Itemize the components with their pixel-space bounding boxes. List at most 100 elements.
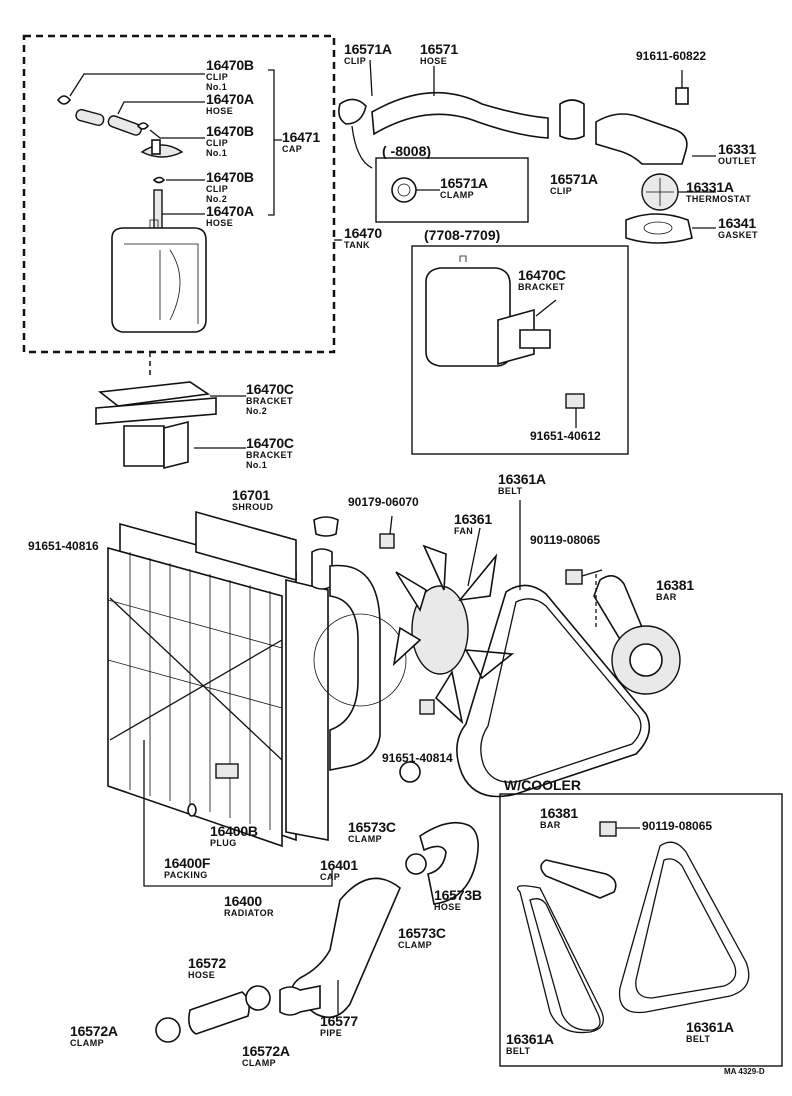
label-16401: 16401 CAP — [320, 858, 358, 882]
label-16470b-1: 16470B CLIP No.1 — [206, 58, 254, 92]
label-16361a-2: 16361A BELT — [506, 1032, 554, 1056]
part-sub: No.2 — [206, 194, 228, 204]
part-name: CLAMP — [70, 1038, 104, 1048]
part-sub: No.1 — [246, 460, 268, 470]
label-16470b-3: 16470B CLIP No.2 — [206, 170, 254, 204]
part-name: CLAMP — [440, 190, 474, 200]
part-name: BELT — [506, 1046, 531, 1056]
part-number: 16361A — [506, 1031, 554, 1047]
part-number: 16571A — [440, 175, 488, 191]
part-number: 16573B — [434, 887, 482, 903]
part-number: 16381 — [540, 805, 578, 821]
label-16572: 16572 HOSE — [188, 956, 226, 980]
part-name: PLUG — [210, 838, 237, 848]
part-name: CLIP — [206, 138, 229, 148]
label-16341: 16341 GASKET — [718, 216, 758, 240]
part-name: RADIATOR — [224, 908, 274, 918]
cap-group-bracket — [268, 69, 282, 216]
part-sub: No.1 — [206, 82, 228, 92]
plug-packing — [187, 763, 239, 817]
label-16381-2: 16381 BAR — [540, 806, 578, 830]
label-90179-06070: 90179-06070 — [348, 496, 419, 508]
part-name: CLIP — [344, 56, 367, 66]
part-number: 16571 — [420, 41, 458, 57]
part-name: CLIP — [206, 184, 229, 194]
part-name: TANK — [344, 240, 370, 250]
part-number: 91651-40612 — [530, 429, 601, 443]
shroud — [313, 564, 407, 771]
part-name: HOSE — [434, 902, 462, 912]
part-number: 16470A — [206, 91, 254, 107]
part-name: BRACKET — [246, 450, 293, 460]
part-name: CLAMP — [348, 834, 382, 844]
label-16572a-2: 16572A CLAMP — [242, 1044, 290, 1068]
label-90119-08065-1: 90119-08065 — [530, 534, 600, 546]
part-name: BRACKET — [518, 282, 565, 292]
bracket-year-range: (7708-7709) — [424, 227, 501, 243]
tank-group-box — [22, 34, 336, 354]
label-16361a-1: 16361A BELT — [498, 472, 546, 496]
part-name: HOSE — [206, 218, 234, 228]
fan — [379, 515, 515, 725]
radiator-group-bracket — [143, 740, 333, 887]
part-name: GASKET — [718, 230, 758, 240]
part-name: BELT — [686, 1034, 711, 1044]
label-16573c-2: 16573C CLAMP — [398, 926, 446, 950]
part-number: 16572A — [70, 1023, 118, 1039]
label-91651-40814: 91651-40814 — [382, 752, 453, 764]
part-name: BAR — [656, 592, 677, 602]
label-16577: 16577 PIPE — [320, 1014, 358, 1038]
clamp-16571a — [391, 177, 440, 203]
tank-small-parts — [56, 73, 205, 231]
label-16573b: 16573B HOSE — [434, 888, 482, 912]
part-name: CLAMP — [398, 940, 432, 950]
part-number: 16470C — [246, 381, 294, 397]
label-91651-40816: 91651-40816 — [28, 540, 99, 552]
label-16470c-1: 16470C BRACKET No.1 — [246, 436, 294, 470]
label-16361a-3: 16361A BELT — [686, 1020, 734, 1044]
label-16470b-2: 16470B CLIP No.1 — [206, 124, 254, 158]
part-sub: No.1 — [206, 148, 228, 158]
outlet-thermostat-gasket — [595, 70, 716, 244]
label-16331a: 16331A THERMOSTAT — [686, 180, 751, 204]
part-number: 16571A — [550, 171, 598, 187]
cooler-box — [499, 793, 783, 1067]
part-number: 16572 — [188, 955, 226, 971]
reservoir-tank — [111, 219, 207, 333]
cooler-header: W/COOLER — [504, 777, 581, 793]
part-name: CAP — [320, 872, 341, 882]
label-91611-60822: 91611-60822 — [636, 50, 706, 62]
part-number: 16401 — [320, 857, 358, 873]
label-90119-08065-2: 90119-08065 — [642, 820, 712, 832]
part-name: PACKING — [164, 870, 208, 880]
part-name: CAP — [282, 144, 303, 154]
part-number: 91651-40816 — [28, 539, 99, 553]
part-number: 16577 — [320, 1013, 358, 1029]
part-name: CLAMP — [242, 1058, 276, 1068]
part-number: 90179-06070 — [348, 495, 419, 509]
part-number: 16341 — [718, 215, 756, 231]
part-number: 91651-40814 — [382, 751, 453, 765]
part-number: 16701 — [232, 487, 270, 503]
part-number: 16400F — [164, 855, 211, 871]
part-number: 16471 — [282, 129, 320, 145]
clamp-box — [375, 157, 529, 223]
belt-pump — [456, 500, 681, 798]
label-16381-1: 16381 BAR — [656, 578, 694, 602]
part-number: 16331A — [686, 179, 734, 195]
radiator-core — [107, 510, 339, 848]
label-16361: 16361 FAN — [454, 512, 492, 536]
part-number: 16470B — [206, 169, 254, 185]
part-number: 16470C — [518, 267, 566, 283]
label-16701: 16701 SHROUD — [232, 488, 273, 512]
label-16400b: 16400B PLUG — [210, 824, 258, 848]
part-name: BAR — [540, 820, 561, 830]
label-16400: 16400 RADIATOR — [224, 894, 274, 918]
part-number: 16470 — [344, 225, 382, 241]
label-91651-40612: 91651-40612 — [530, 430, 601, 442]
label-16400f: 16400F PACKING — [164, 856, 210, 880]
upper-hose-assembly — [338, 59, 585, 169]
cap-year-range: ( -8008) — [382, 143, 432, 159]
label-16331: 16331 OUTLET — [718, 142, 756, 166]
